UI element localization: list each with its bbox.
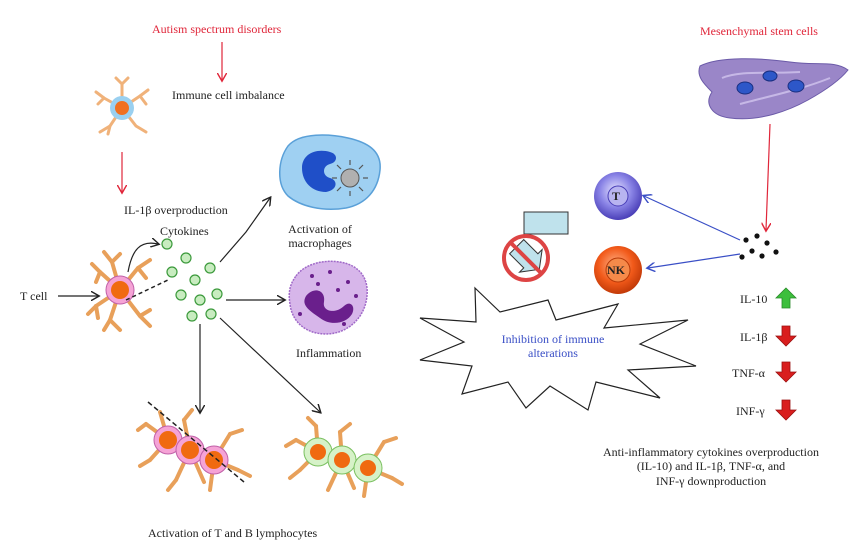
macrophages-label-line1: Activation of (288, 222, 352, 236)
arrow-to-b-lymphocytes (219, 317, 320, 412)
inhibition-starburst (419, 286, 697, 411)
lymphocytes-label: Activation of T and B lymphocytes (148, 526, 318, 540)
inhibition-label-line2: alterations (528, 346, 578, 361)
mesenchymal-stem-cells-icon (698, 58, 849, 120)
il10-up-arrow-icon (775, 287, 797, 309)
inhibition-label: Inhibition of immune alterations (478, 332, 628, 361)
summary-line1: Anti-inflammatory cytokines overproducti… (603, 445, 819, 459)
asd-title: Autism spectrum disorders (152, 22, 282, 36)
dendritic-cell-icon (94, 76, 150, 136)
arrow-to-macrophages (219, 198, 270, 263)
nk-cell-sphere-label: NK (607, 263, 625, 277)
t-cell-label: T cell (20, 289, 48, 303)
summary-line2: (IL-10) and IL-1β, TNF-α, and (636, 459, 786, 474)
secreted-factors-icon (739, 233, 779, 260)
immune-imbalance-label: Immune cell imbalance (172, 88, 285, 102)
inhibition-label-line1: Inhibition of immune (501, 332, 605, 346)
cytokines-label: Cytokines (160, 224, 209, 238)
arrow-msc-to-factors (766, 123, 770, 230)
inflammation-label: Inflammation (296, 346, 362, 360)
t-lymphocytes-icon (136, 401, 252, 492)
arrow-factors-to-nk (648, 253, 741, 268)
macrophage-icon (279, 134, 381, 210)
inhibition-sign-icon (502, 211, 569, 282)
arrow-factors-to-t (644, 196, 741, 241)
summary-line3: INF-γ downproduction (655, 473, 767, 488)
il1b-down-arrow-icon (775, 325, 797, 347)
arrow-tcell-to-cytokines (127, 243, 158, 273)
nk-cell-sphere-icon (594, 246, 642, 294)
inflammation-cell-icon (288, 260, 368, 335)
cytokine-dots (161, 238, 223, 322)
infg-down-arrow-icon (775, 399, 797, 421)
tnfa-down-arrow-icon (775, 361, 797, 383)
t-cell-icon (86, 250, 169, 332)
il1b-overproduction-label: IL-1β overproduction (124, 203, 228, 217)
macrophages-label: Activation of macrophages (270, 222, 370, 251)
summary-text: Anti-inflammatory cytokines overproducti… (566, 445, 856, 488)
marker-il10-label: IL-10 (740, 292, 768, 306)
t-cell-sphere-icon (594, 172, 642, 220)
macrophages-label-line2: macrophages (288, 236, 352, 251)
marker-il1b-label: IL-1β (740, 330, 768, 344)
marker-infg-label: INF-γ (736, 404, 765, 418)
t-cell-sphere-label: T (612, 189, 621, 203)
b-lymphocytes-icon (284, 416, 404, 498)
marker-tnfa-label: TNF-α (732, 366, 765, 380)
msc-title: Mesenchymal stem cells (700, 24, 818, 38)
